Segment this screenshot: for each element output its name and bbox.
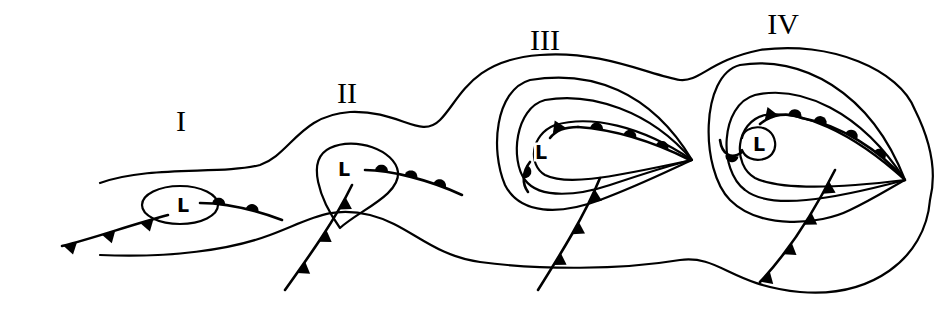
cold-front-triangle (760, 271, 773, 284)
cold-front-triangle (823, 181, 836, 193)
low-pressure-label: L (176, 196, 190, 215)
isobar (517, 98, 692, 194)
cold-front (62, 215, 168, 246)
cold-front-triangle (140, 219, 153, 232)
outer-isobar (100, 48, 933, 200)
cold-front-triangle (63, 242, 77, 254)
warm-front-semicircle (726, 155, 739, 162)
warm-front (200, 203, 282, 220)
warm-front-semicircle (874, 149, 886, 160)
isobar (740, 114, 905, 186)
warm-front-semicircle (246, 204, 259, 212)
stage-numeral: III (530, 25, 560, 55)
cold-front-triangle (784, 243, 797, 255)
cold-front-triangle (765, 107, 778, 120)
warm-front-semicircle (590, 123, 603, 131)
spiral-isobar (742, 127, 775, 160)
warm-front-semicircle (523, 165, 531, 178)
stage-numeral: I (176, 106, 186, 136)
cold-front-triangle (319, 230, 332, 242)
warm-front (365, 170, 462, 195)
cold-front (538, 178, 600, 290)
low-pressure-label: L (752, 135, 766, 154)
warm-front-semicircle (789, 109, 802, 117)
cold-front-triangle (804, 213, 817, 225)
warm-front-semicircle (656, 141, 669, 150)
occluded-front (720, 140, 742, 156)
outer-isobar (100, 200, 930, 293)
cold-front-triangle (589, 190, 602, 203)
isobar (727, 93, 905, 201)
warm-front (578, 127, 690, 160)
low-pressure-label: L (534, 143, 548, 162)
isobar (317, 144, 398, 228)
warm-front-semicircle (846, 130, 858, 140)
warm-front-semicircle (212, 198, 225, 205)
cold-front-triangle (572, 222, 585, 234)
warm-front-semicircle (814, 116, 827, 125)
cold-front-triangle (339, 197, 352, 209)
cold-front (760, 170, 835, 282)
cold-front-triangle (554, 253, 567, 265)
low-pressure-label: L (337, 160, 351, 179)
isobar (534, 121, 692, 180)
warm-front-semicircle (433, 179, 446, 188)
cold-front-triangle (297, 262, 310, 274)
warm-front (802, 118, 905, 180)
cold-front (285, 185, 352, 290)
stage-numeral: II (337, 78, 357, 108)
cold-front-triangle (553, 120, 566, 133)
stage-numeral: IV (767, 9, 799, 39)
warm-front-semicircle (624, 130, 637, 138)
warm-front-semicircle (405, 170, 418, 178)
cold-front-triangle (102, 231, 115, 244)
warm-front-semicircle (375, 165, 388, 172)
isobar (709, 63, 905, 222)
